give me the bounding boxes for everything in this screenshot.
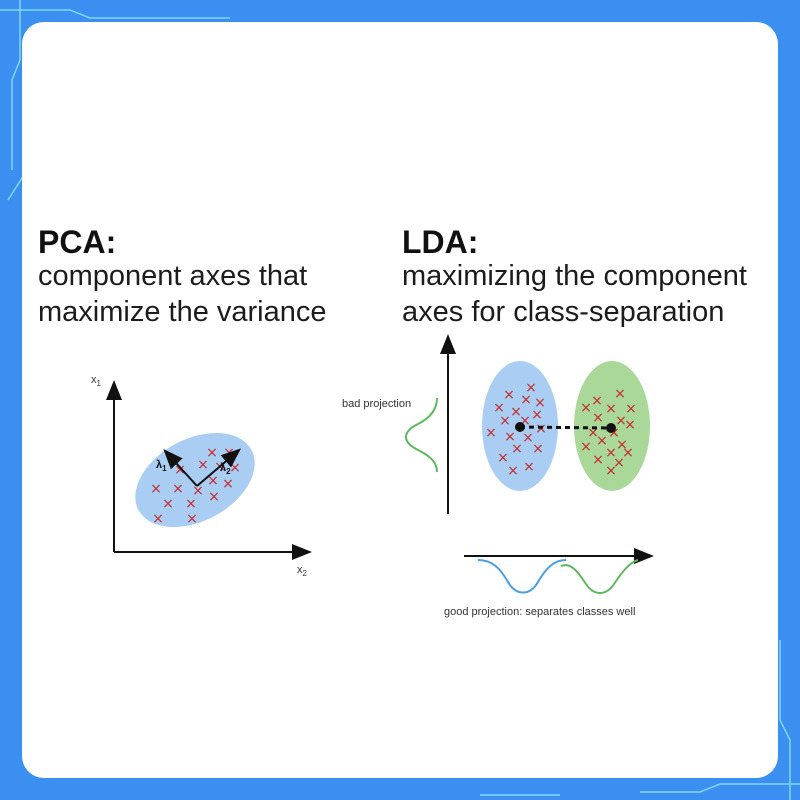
lda-data-point: × xyxy=(622,445,634,461)
class-1-mean xyxy=(515,422,525,432)
lda-data-point: × xyxy=(625,401,637,417)
lda-data-point: × xyxy=(503,387,515,403)
pca-data-point: × xyxy=(229,460,241,476)
class-mean-distance-line xyxy=(519,425,612,430)
lda-data-point: × xyxy=(493,400,505,416)
pca-subtitle-line-2: maximize the variance xyxy=(38,296,327,328)
good-projection-curve-blue xyxy=(477,559,567,594)
lda-data-point: × xyxy=(580,439,592,455)
lda-data-point: × xyxy=(615,413,627,429)
pca-subtitle: component axes that maximize the varianc… xyxy=(38,258,327,330)
lda-data-point: × xyxy=(608,425,620,441)
lda-data-point: × xyxy=(497,450,509,466)
lda-data-point: × xyxy=(605,401,617,417)
lda-subtitle: maximizing the component axes for class-… xyxy=(402,258,747,330)
pca-x-axis-label: x2 xyxy=(297,564,308,578)
lda-data-point: × xyxy=(592,410,604,426)
good-projection-label: good projection: separates classes well xyxy=(444,606,635,618)
lda-data-point: × xyxy=(624,417,636,433)
lda-data-point: × xyxy=(499,413,511,429)
pca-component-1-arrow xyxy=(163,449,198,487)
lda-data-point: × xyxy=(504,429,516,445)
lda-data-point: × xyxy=(519,413,531,429)
pca-diagram: x1 x2 ×××××××××××××××× λ1 λ2 xyxy=(91,374,312,578)
lda-data-point: × xyxy=(523,459,535,475)
lda-data-point: × xyxy=(511,441,523,457)
pca-data-point: × xyxy=(208,489,220,505)
pca-data-point: × xyxy=(185,496,197,512)
lda-data-point: × xyxy=(596,433,608,449)
pca-y-axis-label: x1 xyxy=(91,374,102,388)
content-card xyxy=(22,22,778,778)
lda-data-point: × xyxy=(534,395,546,411)
pca-data-point: × xyxy=(162,496,174,512)
lda-data-point: × xyxy=(580,400,592,416)
pca-data-point: × xyxy=(152,511,164,527)
lda-data-point: × xyxy=(507,463,519,479)
pca-data-point: × xyxy=(222,476,234,492)
pca-component-2-arrow xyxy=(196,448,242,487)
good-projection-curve-green xyxy=(560,559,639,594)
pca-subtitle-line-1: component axes that xyxy=(38,260,308,292)
lda-diagram: bad projection good projection: separate… xyxy=(342,334,654,618)
lda-data-point: × xyxy=(532,441,544,457)
lda-data-point: × xyxy=(614,386,626,402)
pca-lambda-2-label: λ2 xyxy=(220,462,231,476)
pca-lambda-1-label: λ1 xyxy=(156,459,167,473)
lda-title: LDA: xyxy=(402,224,479,260)
lda-data-point: × xyxy=(535,421,547,437)
lda-data-point: × xyxy=(531,407,543,423)
lda-data-point: × xyxy=(485,425,497,441)
lda-subtitle-line-1: maximizing the component xyxy=(402,260,747,292)
lda-data-point: × xyxy=(522,430,534,446)
pca-data-point: × xyxy=(174,462,186,478)
lda-data-points: ×××××××××××××××××××××××××××××××××××× xyxy=(485,380,637,479)
pca-data-point: × xyxy=(206,445,218,461)
lda-data-point: × xyxy=(592,452,604,468)
lda-data-point: × xyxy=(616,437,628,453)
lda-data-point: × xyxy=(591,393,603,409)
pca-data-point: × xyxy=(172,481,184,497)
bad-projection-curve xyxy=(405,397,438,473)
lda-data-point: × xyxy=(613,455,625,471)
lda-data-point: × xyxy=(510,404,522,420)
pca-data-point: × xyxy=(150,481,162,497)
class-2-mean xyxy=(606,423,616,433)
pca-data-point: × xyxy=(197,457,209,473)
bad-projection-label: bad projection xyxy=(342,398,411,410)
lda-data-point: × xyxy=(605,463,617,479)
lda-subtitle-line-2: axes for class-separation xyxy=(402,296,725,328)
lda-data-point: × xyxy=(587,425,599,441)
lda-data-point: × xyxy=(525,380,537,396)
pca-data-point: × xyxy=(192,483,204,499)
pca-title: PCA: xyxy=(38,224,117,260)
lda-data-point: × xyxy=(605,445,617,461)
pca-data-point: × xyxy=(186,511,198,527)
pca-data-point: × xyxy=(207,473,219,489)
lda-data-point: × xyxy=(520,392,532,408)
